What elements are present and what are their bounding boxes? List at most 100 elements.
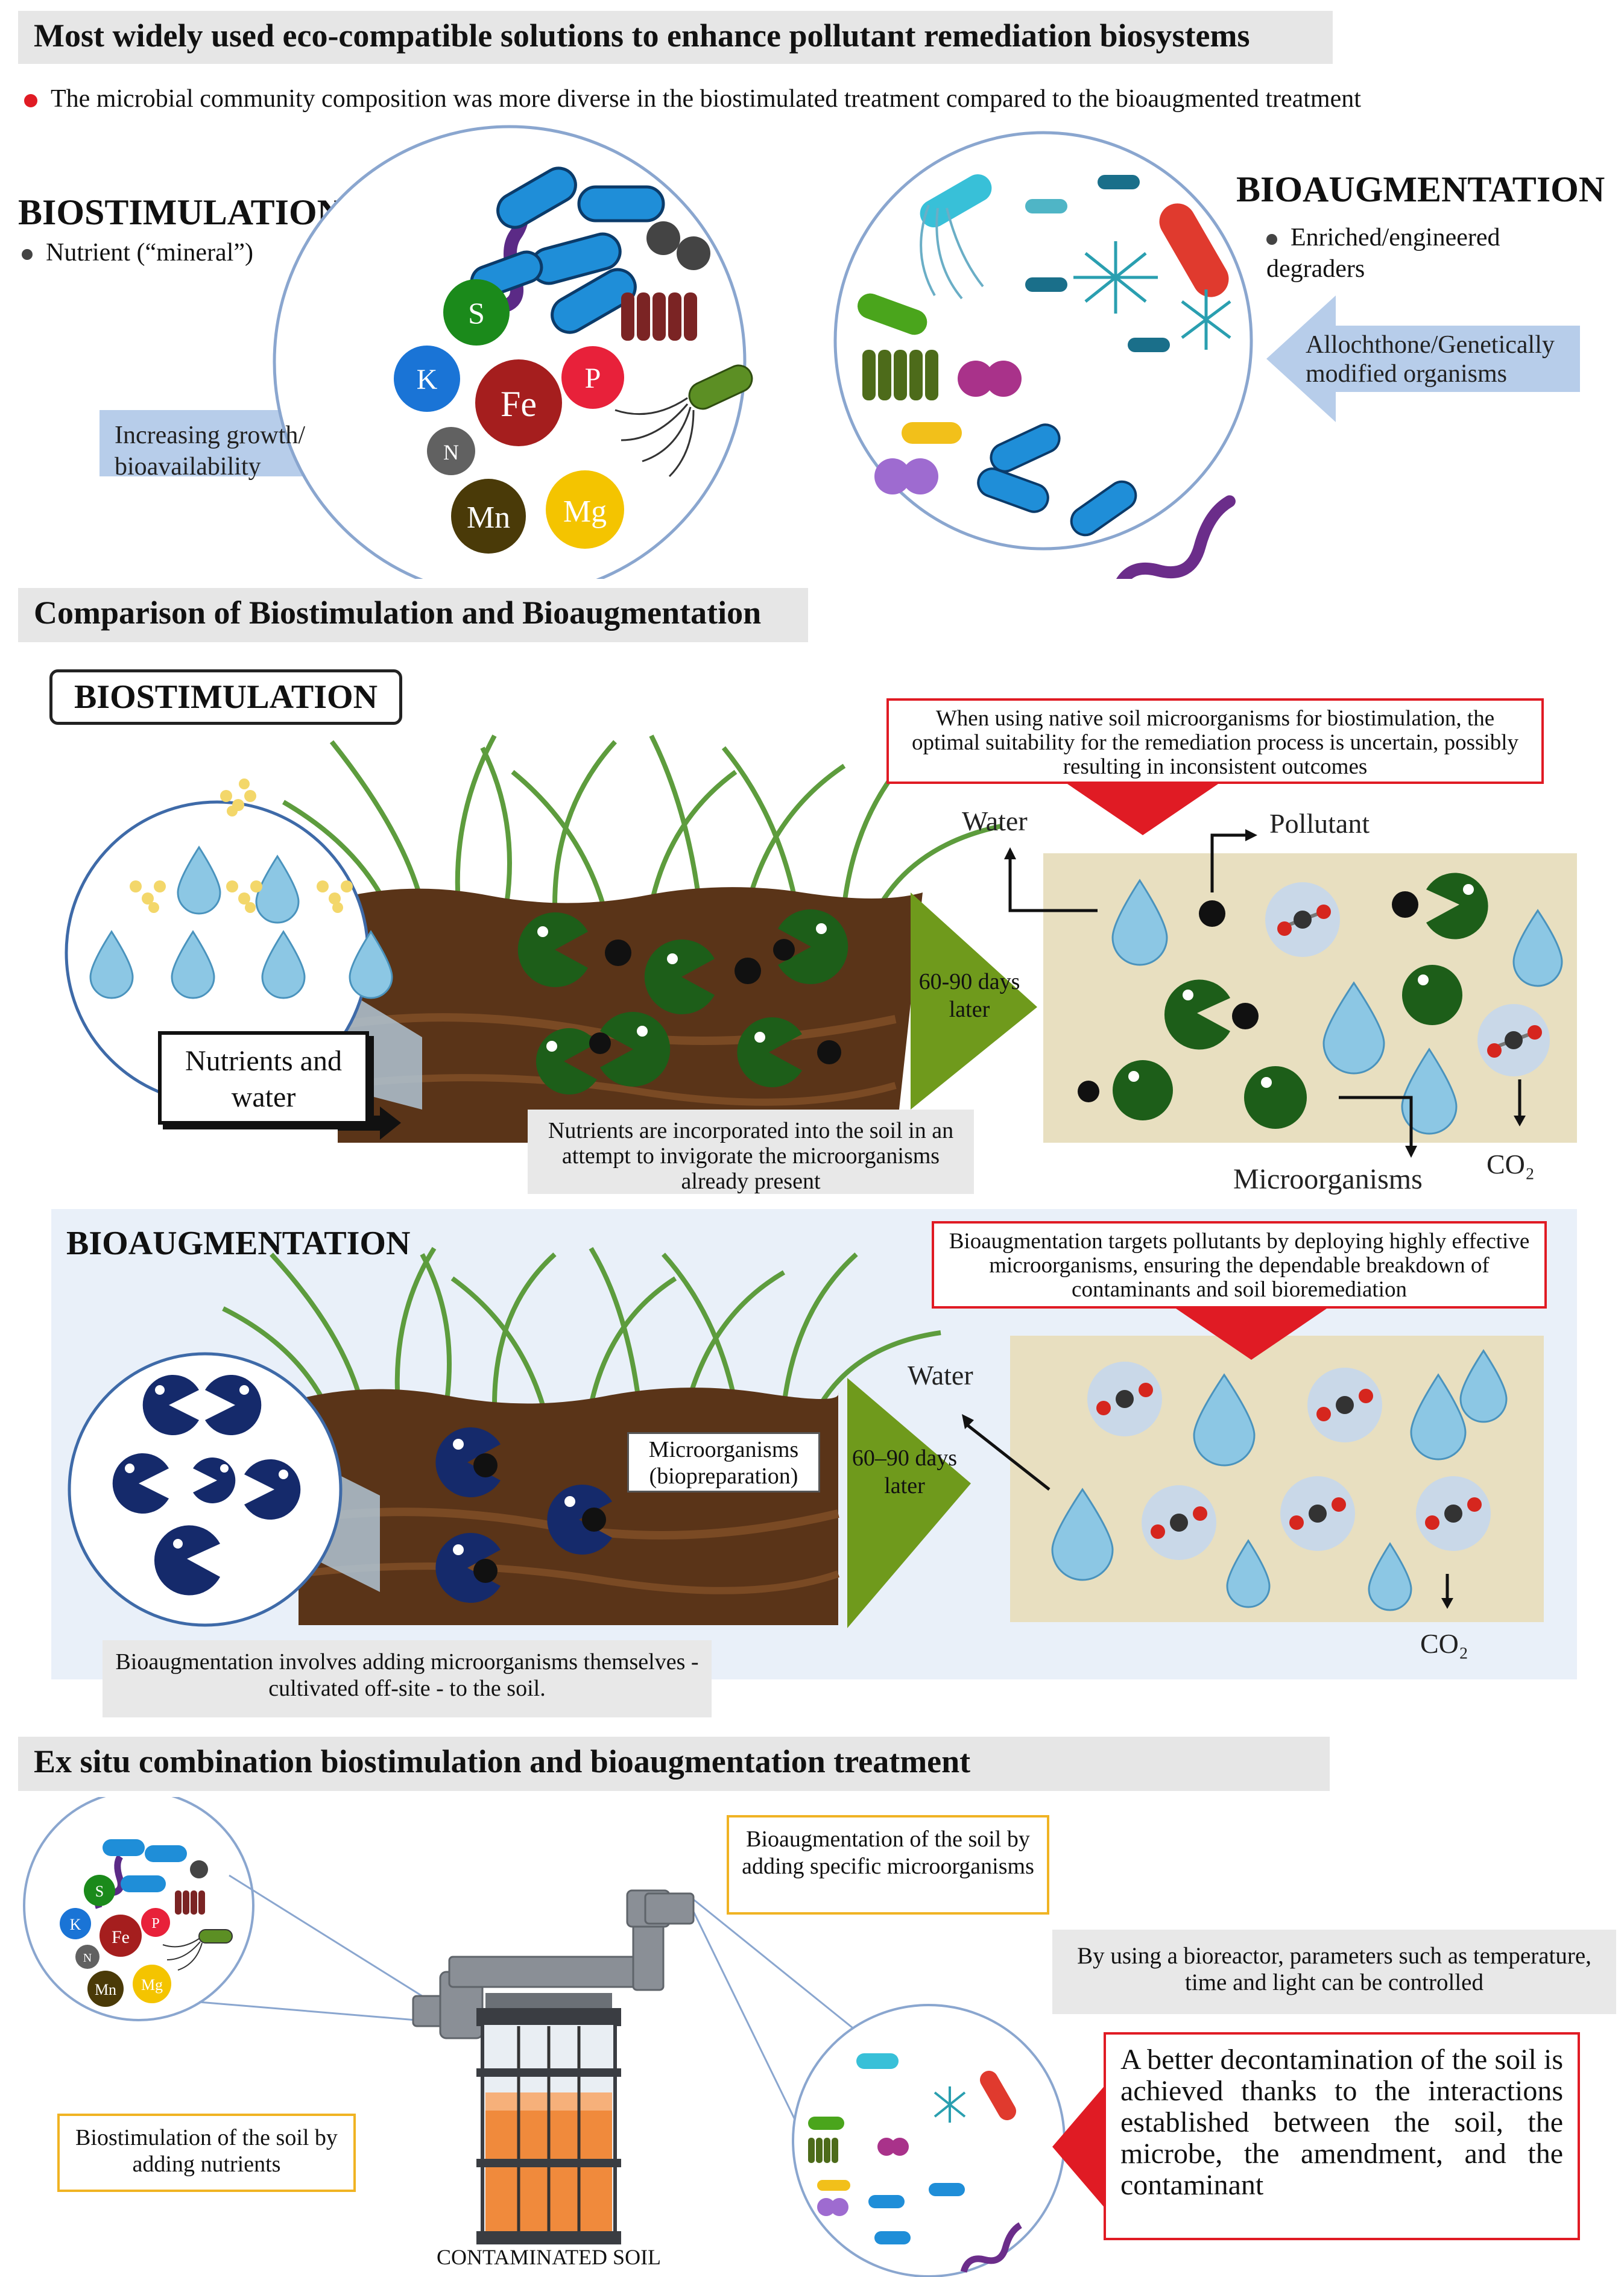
- nutrient-label: Fe: [501, 384, 537, 424]
- grass-icon: [282, 734, 1002, 906]
- rod-bacterium-icon: [103, 1839, 145, 1856]
- biostim-scene: [65, 734, 1577, 1158]
- pollutant-icon: [589, 939, 841, 1064]
- diplococcus-icon: [830, 2198, 848, 2216]
- nutrient-label: K: [417, 364, 438, 396]
- nutrient-n-icon: [75, 1945, 100, 1969]
- coccus-icon: [677, 236, 710, 270]
- rod-bacterium-icon: [577, 185, 665, 223]
- chain-bacterium-icon: [621, 292, 697, 341]
- section3-title: Ex situ combination biostimulation and b…: [18, 1737, 1330, 1791]
- pacman-microbe-icon: [435, 1427, 612, 1603]
- star-bacterium-icon: [1073, 241, 1158, 314]
- nutrient-s-icon: [443, 279, 510, 346]
- pollutant-icon: [1078, 891, 1418, 1102]
- co2-molecule-icon: [1265, 882, 1550, 1076]
- nutrient-label: Fe: [112, 1927, 130, 1947]
- bioaug-title: BIOAUGMENTATION: [1236, 169, 1605, 209]
- biostim-title: BIOSTIMULATION: [18, 192, 344, 232]
- nutrient-label: N: [83, 1951, 92, 1965]
- bioaug-bullet: Enriched/engineered degraders: [1266, 222, 1556, 285]
- bioaug-circle: [833, 131, 1253, 551]
- zoom-line: [693, 1898, 881, 2051]
- note-text: The microbial community composition was …: [51, 85, 1361, 113]
- rod-bacterium-icon: [496, 166, 577, 229]
- rod-bacterium-icon: [1159, 203, 1229, 297]
- diplococcus-icon: [874, 458, 911, 494]
- biostim-label-box: BIOSTIMULATION: [49, 669, 402, 725]
- rod-bacterium-icon: [929, 2183, 965, 2196]
- nutrient-k-icon: [60, 1908, 91, 1939]
- rod-bacterium-icon: [980, 2071, 1016, 2120]
- growth-arrow-label: Increasing growth/ bioavailability: [115, 422, 306, 481]
- biostim-bullet: Nutrient (“mineral”): [22, 238, 253, 267]
- water-pointer: [1008, 856, 1098, 912]
- pollutant-icon: [473, 1453, 606, 1583]
- nutrient-k-icon: [394, 346, 460, 412]
- soil-layer: [337, 1074, 897, 1106]
- days-later-arrow-icon: [911, 892, 1037, 1110]
- spirochete-icon: [1110, 495, 1236, 579]
- rod-bacterium-icon: [1128, 338, 1170, 352]
- rod-bacterium-icon: [551, 268, 637, 334]
- nutrient-label: P: [151, 1916, 159, 1931]
- nutrient-mn-icon: [87, 1971, 124, 2007]
- water-label: Water: [962, 806, 1028, 836]
- warning-pointer-icon: [1067, 784, 1218, 835]
- arrowhead-icon: [1514, 1116, 1526, 1126]
- pacman-microbe-icon: [1113, 873, 1488, 1129]
- section2-title: Comparison of Biostimulation and Bioaugm…: [18, 588, 808, 642]
- gray-bullet-icon: [22, 249, 33, 261]
- chain-bacterium-icon: [175, 1890, 205, 1915]
- nutrient-label: K: [70, 1916, 81, 1933]
- section1-graphics: S K Fe P N Mn Mg: [100, 125, 1580, 579]
- allochthone-arrow-icon: [1266, 295, 1580, 422]
- rod-bacterium-icon: [808, 2117, 844, 2130]
- nutrients-arrow-icon: [338, 1107, 401, 1140]
- conclusion-pointer-icon: [1052, 2083, 1107, 2210]
- section1-title: Most widely used eco-compatible solution…: [18, 11, 1333, 64]
- arrowhead-icon: [1441, 1598, 1453, 1609]
- conclusion-box: A better decontamination of the soil is …: [1104, 2032, 1580, 2240]
- rod-bacterium-icon: [817, 2180, 850, 2191]
- biostim-caption: Nutrients are incorporated into the soil…: [528, 1110, 974, 1194]
- rod-bacterium-icon: [990, 423, 1061, 473]
- note-line: The microbial community composition was …: [24, 82, 1361, 116]
- nutrient-label: Mg: [563, 494, 607, 529]
- rod-bacterium-icon: [902, 422, 962, 444]
- rod-bacterium-icon: [858, 293, 927, 335]
- star-bacterium-icon: [1181, 289, 1231, 350]
- arrowhead-icon: [962, 1414, 974, 1429]
- chain-bacterium-icon: [862, 350, 938, 400]
- nutrient-label: S: [468, 296, 485, 330]
- diplococcus-icon: [891, 2138, 909, 2156]
- nutrient-p-icon: [141, 1908, 170, 1937]
- coccus-icon: [646, 221, 680, 255]
- diplococcus-icon: [877, 2138, 896, 2156]
- bioaug-bullet-text: Enriched/engineered degraders: [1266, 224, 1500, 283]
- flagellated-bacterium-icon: [162, 1929, 233, 1971]
- pipe-icon: [412, 1889, 695, 2039]
- grass-icon: [222, 1246, 941, 1407]
- biostim-bullet-text: Nutrient (“mineral”): [46, 239, 253, 267]
- chain-bacterium-icon: [808, 2138, 838, 2163]
- microorganisms-label: Microorganisms: [1233, 1163, 1423, 1195]
- biostim-warning-box: When using native soil microorganisms fo…: [886, 698, 1544, 784]
- co2-molecule-icon: [1087, 1362, 1491, 1560]
- water-drop-icon: [89, 845, 393, 999]
- rod-bacterium-icon: [1070, 480, 1137, 537]
- zoom-line: [229, 1874, 423, 1997]
- water-label: Water: [908, 1360, 973, 1391]
- gray-bullet-icon: [1266, 234, 1277, 245]
- arrowhead-icon: [1004, 847, 1016, 859]
- bioaug-soil-box: Bioaugmentation of the soil by adding sp…: [727, 1815, 1049, 1915]
- bioaug-warning-box: Bioaugmentation targets pollutants by de…: [932, 1221, 1547, 1309]
- rod-bacterium-icon: [145, 1845, 187, 1862]
- nutrient-label: P: [585, 362, 601, 394]
- bioaug-caption: Bioaugmentation involves adding microorg…: [103, 1640, 712, 1717]
- nutrient-mg-icon: [546, 470, 624, 549]
- water-pointer: [964, 1422, 1051, 1491]
- nutrient-fe-icon: [475, 359, 562, 446]
- biostim-circle: [273, 125, 747, 579]
- co2-label: CO₂: [1487, 1149, 1535, 1180]
